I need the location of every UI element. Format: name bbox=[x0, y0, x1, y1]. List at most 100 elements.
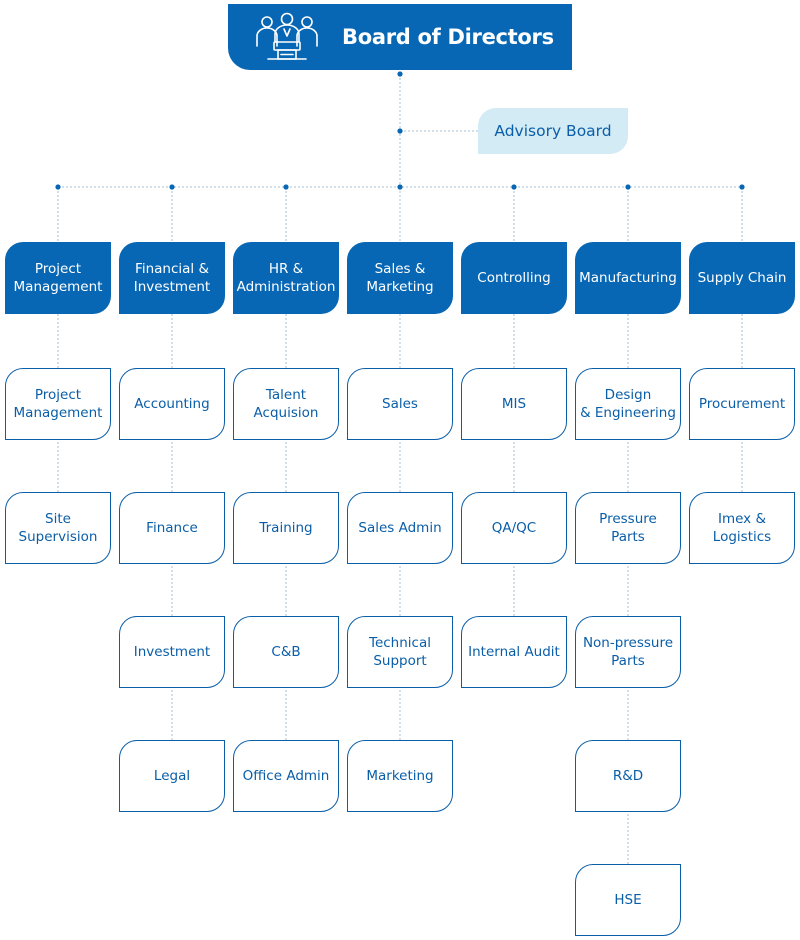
unit-sales-marketing-label-line: Marketing bbox=[366, 768, 434, 784]
unit-controlling: Internal Audit bbox=[461, 616, 567, 688]
unit-controlling-label-line: QA/QC bbox=[491, 520, 537, 536]
unit-sales-marketing-label-line: Sales Admin bbox=[358, 520, 442, 536]
unit-hr-administration-label-line: Talent bbox=[265, 387, 307, 403]
unit-hr-administration-text: Office Admin bbox=[243, 767, 330, 785]
unit-hr-administration-text: Training bbox=[259, 519, 312, 537]
department-financial-investment: Financial & Investment bbox=[119, 242, 225, 314]
unit-supply-chain: Imex &Logistics bbox=[689, 492, 795, 564]
department-hr-administration: HR & Administration bbox=[233, 242, 339, 314]
unit-sales-marketing-text: Sales Admin bbox=[358, 519, 441, 537]
unit-manufacturing: HSE bbox=[575, 864, 681, 936]
unit-hr-administration-label-line: Acquision bbox=[253, 405, 319, 421]
unit-supply-chain: Procurement bbox=[689, 368, 795, 440]
unit-sales-marketing-label-line: Sales bbox=[382, 396, 418, 412]
unit-hr-administration: Training bbox=[233, 492, 339, 564]
department-controlling: Controlling bbox=[461, 242, 567, 314]
unit-sales-marketing: Sales Admin bbox=[347, 492, 453, 564]
unit-controlling-text: Internal Audit bbox=[468, 643, 560, 661]
unit-manufacturing-text: Design & Engineering bbox=[580, 386, 676, 422]
department-connector-dot bbox=[283, 184, 289, 190]
unit-controlling: QA/QC bbox=[461, 492, 567, 564]
advisory-board-box: Advisory Board bbox=[478, 108, 628, 154]
unit-financial-investment: Accounting bbox=[119, 368, 225, 440]
unit-project-management-label-line: Supervision bbox=[18, 529, 98, 545]
unit-manufacturing-label-line: HSE bbox=[614, 892, 642, 908]
unit-manufacturing: R&D bbox=[575, 740, 681, 812]
department-sales-marketing-text: Sales & Marketing bbox=[366, 260, 433, 296]
unit-supply-chain-text: Imex &Logistics bbox=[713, 510, 771, 546]
unit-manufacturing-label-line: Design bbox=[604, 387, 652, 403]
department-supply-chain-label-line: Supply Chain bbox=[697, 270, 787, 286]
department-manufacturing-label-line: Manufacturing bbox=[579, 270, 677, 286]
department-financial-investment-text: Financial & Investment bbox=[134, 260, 210, 296]
department-sales-marketing-label-line: Sales & bbox=[374, 261, 426, 277]
unit-financial-investment-label-line: Investment bbox=[133, 644, 211, 660]
advisory-board-label: Advisory Board bbox=[494, 122, 612, 140]
unit-hr-administration-label-line: C&B bbox=[271, 644, 301, 660]
unit-sales-marketing-label-line: Support bbox=[373, 653, 427, 669]
unit-financial-investment-text: Legal bbox=[154, 767, 190, 785]
department-project-management-label-line: Management bbox=[13, 279, 103, 295]
unit-sales-marketing: Sales bbox=[347, 368, 453, 440]
advisory-connector-dot bbox=[397, 128, 403, 134]
department-hr-administration-text: HR & Administration bbox=[237, 260, 336, 296]
unit-sales-marketing-label-line: Technical bbox=[369, 635, 431, 651]
department-financial-investment-label-line: Financial & bbox=[135, 261, 209, 277]
department-connector-dot bbox=[169, 184, 175, 190]
unit-financial-investment-text: Finance bbox=[146, 519, 198, 537]
unit-manufacturing-text: R&D bbox=[613, 767, 643, 785]
unit-hr-administration: Office Admin bbox=[233, 740, 339, 812]
unit-hr-administration-label-line: Office Admin bbox=[242, 768, 330, 784]
unit-financial-investment-label-line: Finance bbox=[146, 520, 198, 536]
unit-manufacturing-label-line: & Engineering bbox=[580, 405, 676, 421]
unit-controlling-text: QA/QC bbox=[492, 519, 536, 537]
department-manufacturing: Manufacturing bbox=[575, 242, 681, 314]
board-of-directors-box: Board of Directors bbox=[228, 4, 572, 70]
unit-financial-investment: Investment bbox=[119, 616, 225, 688]
unit-controlling-text: MIS bbox=[502, 395, 526, 413]
board-title: Board of Directors bbox=[342, 25, 554, 49]
department-connector-dot bbox=[397, 184, 403, 190]
unit-hr-administration-text: C&B bbox=[271, 643, 300, 661]
department-sales-marketing: Sales & Marketing bbox=[347, 242, 453, 314]
unit-financial-investment: Finance bbox=[119, 492, 225, 564]
unit-sales-marketing-text: Marketing bbox=[366, 767, 433, 785]
unit-financial-investment-text: Accounting bbox=[134, 395, 209, 413]
department-supply-chain: Supply Chain bbox=[689, 242, 795, 314]
unit-manufacturing-label-line: Pressure bbox=[599, 511, 657, 527]
department-project-management-label-line: Project bbox=[34, 261, 82, 277]
unit-sales-marketing-text: Sales bbox=[382, 395, 418, 413]
department-financial-investment-label-line: Investment bbox=[133, 279, 211, 295]
unit-controlling: MIS bbox=[461, 368, 567, 440]
unit-manufacturing-label-line: Parts bbox=[611, 529, 645, 545]
unit-project-management-label-line: Project bbox=[34, 387, 82, 403]
department-controlling-text: Controlling bbox=[477, 269, 550, 287]
unit-hr-administration: C&B bbox=[233, 616, 339, 688]
department-sales-marketing-label-line: Marketing bbox=[366, 279, 434, 295]
board-connector-dot bbox=[397, 71, 403, 77]
unit-manufacturing-label-line: Non-pressure bbox=[582, 635, 674, 651]
department-manufacturing-text: Manufacturing bbox=[579, 269, 677, 287]
department-connector-dot bbox=[625, 184, 631, 190]
department-hr-administration-label-line: Administration bbox=[236, 279, 336, 295]
department-hr-administration-label-line: HR & bbox=[268, 261, 304, 277]
unit-controlling-label-line: Internal Audit bbox=[468, 644, 560, 660]
unit-hr-administration-label-line: Training bbox=[259, 520, 313, 536]
unit-project-management-label-line: Management bbox=[13, 405, 103, 421]
unit-financial-investment-text: Investment bbox=[134, 643, 210, 661]
department-connector-dot bbox=[511, 184, 517, 190]
unit-financial-investment-label-line: Accounting bbox=[134, 396, 210, 412]
